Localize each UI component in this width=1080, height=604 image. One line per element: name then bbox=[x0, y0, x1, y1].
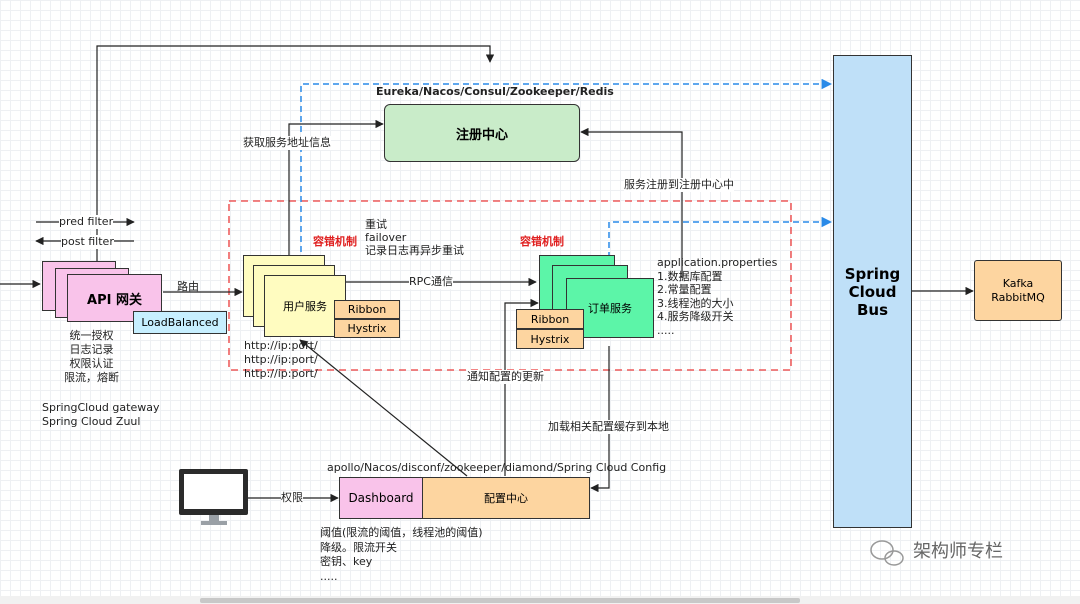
config-center-title: 配置中心 bbox=[484, 492, 528, 505]
gateway-to-top bbox=[96, 45, 495, 262]
user-service: 用户服务 bbox=[264, 275, 346, 337]
dashboard-label: Dashboard bbox=[348, 491, 414, 505]
permission-label: 权限 bbox=[281, 491, 303, 505]
bus-link-order bbox=[608, 216, 833, 278]
mq-label: Kafka RabbitMQ bbox=[991, 276, 1045, 304]
notify-label: 通知配置的更新 bbox=[467, 370, 544, 384]
route-label: 路由 bbox=[177, 280, 199, 293]
wechat-logo-icon bbox=[870, 540, 904, 566]
order-service-title: 订单服务 bbox=[588, 302, 632, 315]
bus-title: Spring Cloud Bus bbox=[844, 264, 901, 319]
rpc-label: RPC通信 bbox=[409, 275, 453, 289]
watermark: 架构师专栏 bbox=[913, 541, 1003, 562]
loadbalanced-label: LoadBalanced bbox=[141, 316, 219, 329]
gateway-implementations: SpringCloud gateway Spring Cloud Zuul bbox=[42, 401, 160, 428]
user-ribbon-label: Ribbon bbox=[347, 303, 387, 316]
user-fault-detail: 重试 failover 记录日志再异步重试 bbox=[365, 218, 464, 257]
register-label: 服务注册到注册中心中 bbox=[624, 178, 734, 192]
spring-cloud-bus: Spring Cloud Bus bbox=[833, 55, 912, 528]
order-properties: application.properties 1.数据库配置 2.常量配置 3.… bbox=[657, 256, 778, 337]
order-fault-label: 容错机制 bbox=[520, 235, 564, 248]
registry-products: Eureka/Nacos/Consul/Zookeeper/Redis bbox=[376, 85, 614, 98]
bus-link-user bbox=[300, 78, 833, 272]
order-hystrix: Hystrix bbox=[516, 329, 584, 349]
post-filter-label: post filter bbox=[61, 235, 114, 249]
registry-title: 注册中心 bbox=[455, 127, 508, 143]
pred-filter-label: pred filter bbox=[59, 215, 114, 229]
api-gateway-title: API 网关 bbox=[87, 292, 142, 308]
order-ribbon-label: Ribbon bbox=[530, 312, 570, 326]
user-fault-label: 容错机制 bbox=[313, 235, 357, 248]
config-values: 阈值(限流的阈值，线程池的阈值) 降级。限流开关 密钥、key ..... bbox=[320, 526, 483, 583]
registry-center: 注册中心 bbox=[384, 104, 580, 162]
user-service-title: 用户服务 bbox=[283, 300, 327, 313]
load-cache-label: 加载相关配置缓存到本地 bbox=[548, 420, 669, 434]
config-products: apollo/Nacos/disconf/zookeeper/diamond/S… bbox=[327, 461, 667, 474]
mq-box: Kafka RabbitMQ bbox=[974, 260, 1062, 321]
gateway-features: 统一授权 日志记录 权限认证 限流，熔断 bbox=[64, 329, 119, 384]
user-hystrix: Hystrix bbox=[334, 319, 400, 338]
get-address-label: 获取服务地址信息 bbox=[243, 136, 331, 150]
user-hystrix-label: Hystrix bbox=[347, 322, 387, 335]
h-scrollbar-thumb bbox=[200, 598, 800, 603]
user-service-urls: http://ip:port/ http://ip:port/ http://i… bbox=[244, 339, 318, 380]
user-ribbon: Ribbon bbox=[334, 300, 400, 319]
order-hystrix-label: Hystrix bbox=[530, 332, 570, 346]
dashboard-box: Dashboard bbox=[339, 477, 423, 519]
config-center: 配置中心 bbox=[422, 477, 590, 519]
order-ribbon: Ribbon bbox=[516, 309, 584, 329]
loadbalanced-box: LoadBalanced bbox=[133, 311, 227, 334]
monitor-icon bbox=[179, 469, 248, 525]
